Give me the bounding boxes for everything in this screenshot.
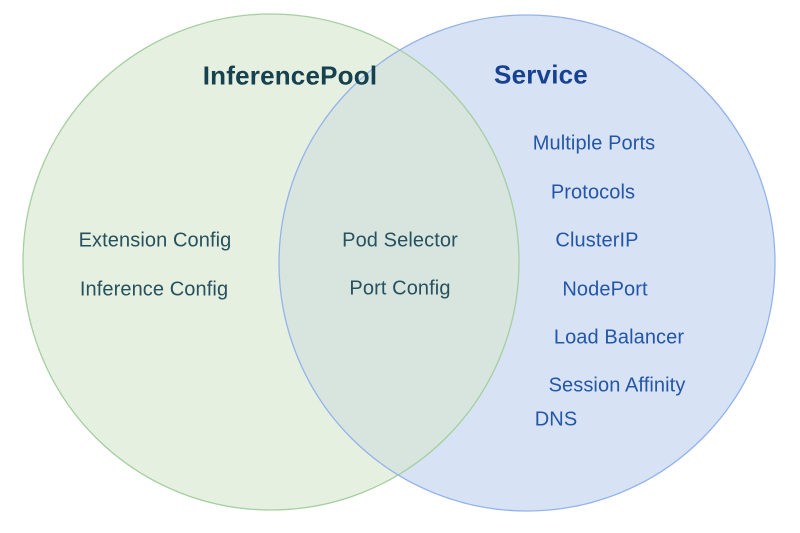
label-port-config: Port Config xyxy=(349,277,451,300)
label-clusterip: ClusterIP xyxy=(555,229,639,252)
label-nodeport: NodePort xyxy=(562,278,648,301)
inferencepool-title: InferencePool xyxy=(202,60,378,91)
label-session-affinity: Session Affinity xyxy=(548,374,686,397)
service-title: Service xyxy=(494,59,588,90)
inferencepool-circle-border xyxy=(22,13,520,511)
overlap-region xyxy=(279,15,519,510)
service-circle-border xyxy=(278,14,776,512)
label-extension-config: Extension Config xyxy=(78,229,232,252)
label-dns: DNS xyxy=(534,408,578,431)
label-inference-config: Inference Config xyxy=(79,278,229,301)
label-protocols: Protocols xyxy=(550,181,636,204)
label-load-balancer: Load Balancer xyxy=(553,326,685,349)
label-pod-selector: Pod Selector xyxy=(342,229,458,252)
label-multiple-ports: Multiple Ports xyxy=(532,132,656,155)
